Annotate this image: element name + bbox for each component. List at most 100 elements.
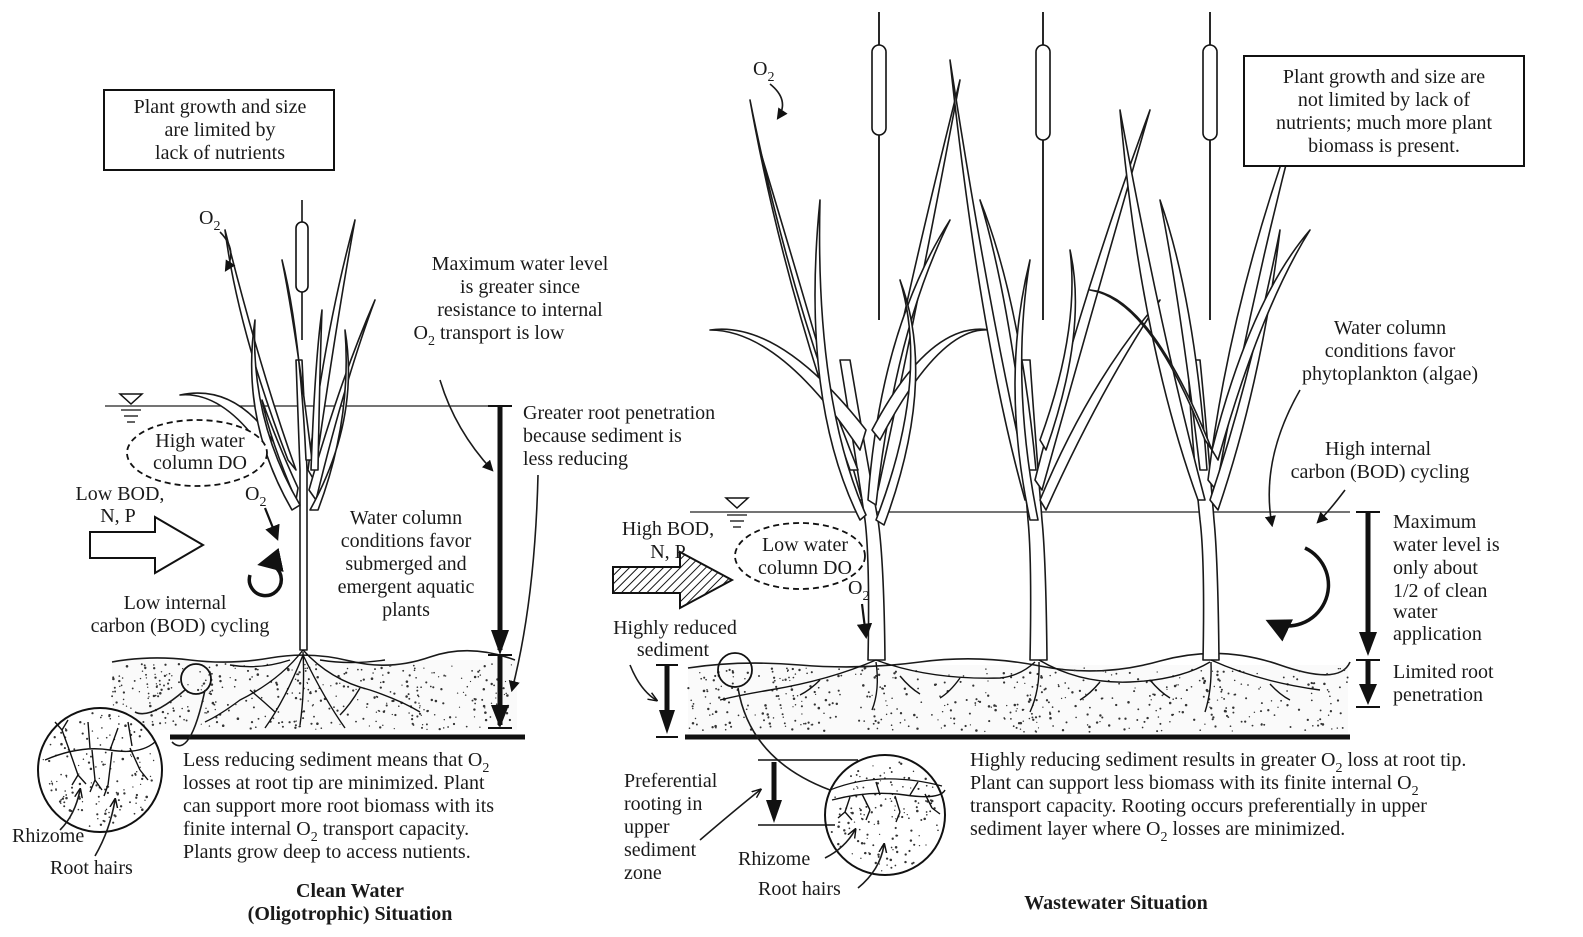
sediment-speck	[1326, 673, 1328, 675]
sediment-speck	[187, 710, 190, 713]
sediment-speck	[1307, 683, 1309, 685]
sediment-speck	[84, 723, 86, 725]
sediment-speck	[1233, 694, 1235, 696]
sediment-speck	[1079, 690, 1081, 692]
sediment-speck	[294, 727, 296, 729]
sediment-speck	[1169, 721, 1171, 723]
sediment-speck	[975, 729, 978, 732]
sediment-speck	[159, 680, 161, 682]
sediment-speck	[167, 713, 169, 715]
sediment-speck	[60, 774, 62, 776]
sediment-speck	[884, 772, 885, 773]
sediment-speck	[991, 707, 992, 708]
sediment-speck	[1203, 682, 1205, 684]
sediment-speck	[467, 686, 469, 688]
sediment-speck	[1328, 691, 1330, 693]
sediment-speck	[1099, 721, 1100, 722]
sediment-speck	[721, 686, 722, 687]
sediment-speck	[204, 712, 206, 714]
sediment-speck	[904, 861, 906, 863]
sediment-speck	[873, 723, 875, 725]
sediment-speck	[900, 722, 902, 724]
sediment-speck	[378, 710, 380, 712]
sediment-speck	[1048, 701, 1050, 703]
sediment-speck	[383, 710, 385, 712]
sediment-speck	[391, 700, 393, 702]
sediment-speck	[985, 668, 986, 669]
sediment-speck	[154, 674, 155, 675]
low-cycling-label-1: Low internal	[124, 592, 227, 614]
sediment-speck	[987, 680, 988, 681]
sediment-speck	[1254, 712, 1255, 713]
preferential-rooting-note: Preferential rooting in upper sediment z…	[624, 770, 718, 884]
sediment-speck	[1247, 684, 1249, 686]
svg-text:column DO: column DO	[758, 557, 852, 579]
sediment-speck	[432, 686, 434, 688]
sediment-speck	[79, 783, 81, 785]
sediment-speck	[411, 718, 413, 720]
sediment-speck	[895, 846, 898, 849]
sediment-speck	[1199, 680, 1201, 682]
sediment-speck	[1228, 693, 1230, 695]
sediment-speck	[144, 664, 146, 666]
sediment-speck	[969, 713, 971, 715]
sediment-speck	[857, 770, 859, 772]
sediment-speck	[116, 780, 118, 782]
sediment-speck	[687, 687, 689, 689]
sediment-speck	[417, 686, 419, 688]
svg-text:Water column: Water column	[350, 507, 462, 529]
sediment-speck	[197, 689, 199, 691]
sediment-speck	[1003, 717, 1005, 719]
max-water-note: Maximum water level is greater since res…	[414, 253, 609, 349]
svg-text:Limited root: Limited root	[1393, 661, 1494, 683]
sediment-speck	[66, 755, 68, 757]
sediment-speck	[835, 716, 837, 718]
sediment-speck	[897, 835, 899, 837]
sediment-speck	[1052, 725, 1054, 727]
sediment-speck	[313, 716, 315, 718]
sediment-speck	[1010, 712, 1012, 714]
sediment-speck	[162, 711, 164, 713]
sediment-speck	[172, 720, 174, 722]
sediment-speck	[1099, 714, 1101, 716]
svg-text:1/2 of clean: 1/2 of clean	[1393, 580, 1487, 602]
sediment-speck	[867, 838, 868, 839]
sediment-speck	[308, 700, 309, 701]
sediment-speck	[1105, 671, 1106, 672]
sediment-speck	[1330, 710, 1332, 712]
sediment-speck	[430, 686, 432, 688]
sediment-speck	[806, 672, 808, 674]
sediment-speck	[1245, 697, 1247, 699]
sediment-speck	[1030, 694, 1031, 695]
sediment-speck	[1046, 699, 1048, 701]
sediment-speck	[493, 684, 495, 686]
sediment-speck	[770, 726, 772, 728]
sediment-speck	[496, 703, 498, 705]
sediment-speck	[113, 704, 114, 705]
sediment-speck	[1101, 716, 1103, 718]
sediment-speck	[1136, 719, 1138, 721]
sediment-speck	[357, 699, 358, 700]
sediment-speck	[913, 844, 915, 846]
sediment-speck	[347, 668, 349, 670]
sediment-speck	[483, 705, 486, 708]
sediment-speck	[371, 677, 374, 680]
sediment-speck	[854, 821, 855, 822]
sediment-speck	[865, 806, 867, 808]
sediment-speck	[295, 724, 297, 726]
sediment-speck	[43, 759, 44, 760]
sediment-speck	[839, 694, 841, 696]
sediment-speck	[773, 717, 775, 719]
sediment-speck	[1202, 677, 1205, 680]
sediment-speck	[100, 824, 102, 826]
sediment-speck	[433, 672, 435, 674]
sediment-speck	[795, 673, 796, 674]
svg-text:penetration: penetration	[1393, 684, 1483, 706]
sediment-speck	[728, 701, 730, 703]
sediment-speck	[1074, 705, 1076, 707]
root-penetration-note: Greater root penetration because sedimen…	[523, 402, 715, 470]
sediment-speck	[923, 818, 926, 821]
sediment-speck	[857, 787, 859, 789]
sediment-speck	[780, 707, 782, 709]
sediment-speck	[1111, 674, 1112, 675]
